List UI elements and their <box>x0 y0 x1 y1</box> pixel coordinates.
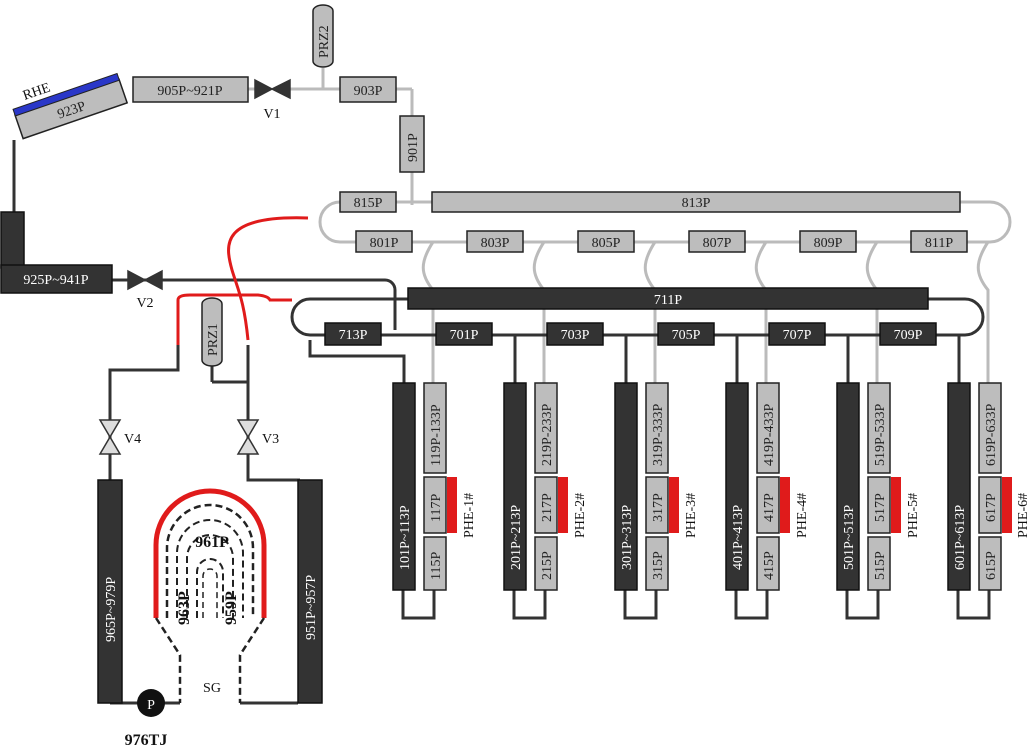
711p-block: 711P <box>407 287 929 310</box>
header-705: 705P <box>672 328 701 343</box>
red-piping <box>176 216 309 345</box>
channel-1-mid-label: 117P <box>429 494 444 522</box>
channel-6-low-label: 615P <box>984 551 999 580</box>
815p-label: 815P <box>354 196 383 211</box>
901p-block: 901P <box>399 115 425 173</box>
header-801: 801P <box>370 236 399 251</box>
channel-2-low-label: 215P <box>540 551 555 580</box>
813p-label: 813P <box>682 196 711 211</box>
channel-3-upper-label: 319P-333P <box>651 404 666 466</box>
channel-6-phe-label: PHE-6# <box>1016 493 1031 538</box>
channel-5: 501P~513P 519P-533P 517P 515P PHE-5# <box>836 382 921 591</box>
channel-2-phe-label: PHE-2# <box>573 493 588 538</box>
channel-1-upper-label: 119P-133P <box>429 404 444 466</box>
channel-4-dark-label: 401P~413P <box>731 505 746 570</box>
v2-label: V2 <box>136 296 153 311</box>
channel-3-low-label: 315P <box>651 551 666 580</box>
pump[interactable]: P 976TJ <box>125 689 168 748</box>
959p-label: 959P <box>223 591 240 625</box>
channel-5-phe-label: PHE-5# <box>906 493 921 538</box>
963p-label: 963P <box>176 591 193 625</box>
976tj-label: 976TJ <box>125 732 168 748</box>
channel-2: 201P~213P 219P-233P 217P 215P PHE-2# <box>503 382 588 591</box>
prz1-label: PRZ1 <box>206 323 221 356</box>
channel-4-upper-label: 419P-433P <box>762 404 777 466</box>
valve-v2[interactable]: V2 <box>127 269 163 311</box>
815p-block: 815P <box>339 191 397 213</box>
channel-5-low-label: 515P <box>873 551 888 580</box>
951-957-label: 951P~957P <box>304 575 319 640</box>
rhe-heater: 923P RHE <box>12 72 129 140</box>
sg-label: SG <box>203 681 221 696</box>
channel-6-upper-label: 619P-633P <box>984 404 999 466</box>
channel-2-dark-label: 201P~213P <box>509 505 524 570</box>
channel-5-dark-label: 501P~513P <box>842 505 857 570</box>
pump-label: P <box>147 698 155 713</box>
left-dark-column: 925P~941P <box>0 211 113 294</box>
channel-4: 401P~413P 419P-433P 417P 415P PHE-4# <box>725 382 810 591</box>
header-707: 707P <box>783 328 812 343</box>
channel-3-phe-label: PHE-3# <box>684 493 699 538</box>
905-921-block: 905P~921P <box>132 76 249 103</box>
v1-label: V1 <box>263 107 280 122</box>
header-805: 805P <box>592 236 621 251</box>
header-709: 709P <box>894 328 923 343</box>
channel-1-low-label: 115P <box>429 552 444 580</box>
lower-header-blocks: 713P 701P 703P 705P 707P 709P <box>324 322 937 346</box>
header-807: 807P <box>703 236 732 251</box>
channel-1: 101P~113P 119P-133P 117P 115P PHE-1# <box>392 382 477 591</box>
steam-generator: 961P 963P 959P SG <box>153 488 267 703</box>
channel-1-phe-label: PHE-1# <box>462 493 477 538</box>
header-811: 811P <box>925 236 953 251</box>
711p-label: 711P <box>654 293 682 308</box>
channel-4-phe-label: PHE-4# <box>795 493 810 538</box>
v3-label: V3 <box>262 432 279 447</box>
channel-6: 601P~613P 619P-633P 617P 615P PHE-6# <box>947 382 1031 591</box>
header-803: 803P <box>481 236 510 251</box>
903p-label: 903P <box>354 84 383 99</box>
prz2-label: PRZ2 <box>317 25 332 58</box>
valve-v4[interactable]: V4 <box>98 419 141 455</box>
965-979-column: 965P~979P <box>97 479 123 704</box>
903p-block: 903P <box>339 76 397 103</box>
channel-6-mid-label: 617P <box>984 493 999 522</box>
951-957-column: 951P~957P <box>297 479 323 704</box>
925-941-label: 925P~941P <box>23 273 88 288</box>
901p-label: 901P <box>406 133 421 162</box>
channel-6-dark-label: 601P~613P <box>953 505 968 570</box>
prz2-tank: PRZ2 <box>312 4 334 68</box>
channel-1-dark-label: 101P~113P <box>398 505 413 570</box>
channel-5-mid-label: 517P <box>873 493 888 522</box>
channel-4-low-label: 415P <box>762 551 777 580</box>
channel-4-mid-label: 417P <box>762 493 777 522</box>
dark-piping <box>12 140 991 705</box>
905-921-label: 905P~921P <box>157 84 222 99</box>
961p-label: 961P <box>195 534 229 551</box>
channel-3-dark-label: 301P~313P <box>620 505 635 570</box>
upper-header-blocks: 801P 803P 805P 807P 809P 811P <box>355 230 968 253</box>
channel-5-upper-label: 519P-533P <box>873 404 888 466</box>
813p-block: 813P <box>431 191 961 213</box>
channel-2-mid-label: 217P <box>540 493 555 522</box>
header-701: 701P <box>450 328 479 343</box>
valve-v3[interactable]: V3 <box>236 419 279 455</box>
channel-3-mid-label: 317P <box>651 493 666 522</box>
v4-label: V4 <box>124 432 141 447</box>
header-703: 703P <box>561 328 590 343</box>
header-809: 809P <box>814 236 843 251</box>
header-713: 713P <box>339 328 368 343</box>
channel-2-upper-label: 219P-233P <box>540 404 555 466</box>
channel-3: 301P~313P 319P-333P 317P 315P PHE-3# <box>614 382 699 591</box>
prz1-tank: PRZ1 <box>201 297 223 367</box>
965-979-label: 965P~979P <box>104 577 119 642</box>
valve-v1[interactable]: V1 <box>254 78 291 122</box>
